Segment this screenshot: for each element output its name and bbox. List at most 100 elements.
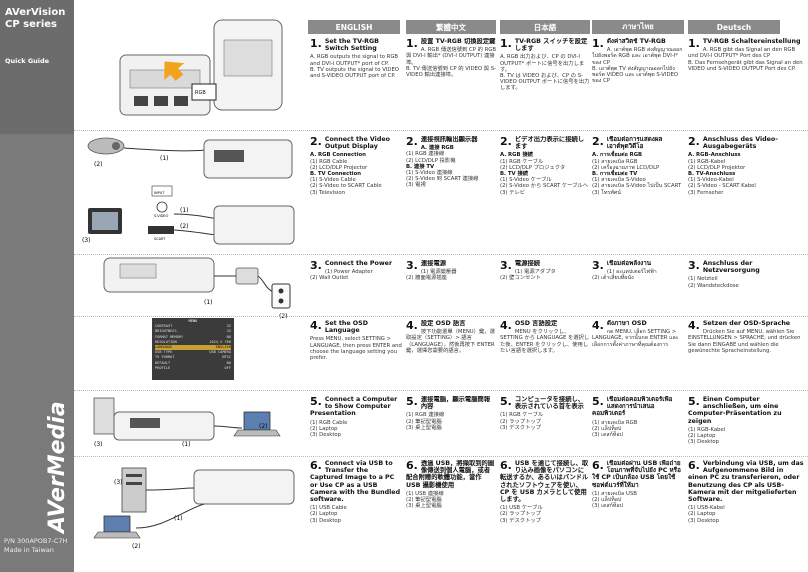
step-heading: เชื่อมต่อการแสดงผลเอาต์พุตวิดีโอ <box>606 136 663 151</box>
step-number: 1. <box>592 38 604 50</box>
step-heading: เชื่อมต่อผ่าน USB เพื่อถ่ายโอนภาพที่จับไ… <box>592 460 681 489</box>
step-number: 2. <box>310 136 322 148</box>
svg-text:(3): (3) <box>114 479 123 486</box>
step-body: A. RGB Connection (1) RGB Cable (2) LCD/… <box>310 152 382 196</box>
step-heading: Connect the Power <box>324 260 393 267</box>
lang-header-english: ENGLISH <box>308 20 400 34</box>
svg-text:(2): (2) <box>132 543 141 550</box>
svg-text:SCART: SCART <box>154 237 166 241</box>
step-number: 2. <box>688 136 700 148</box>
step-body: (1) USB 連接線 (2) 筆記型電腦 (3) 桌上型電腦 <box>406 490 444 510</box>
step-5-de: 5.Einen Computer anschließen, um eine Co… <box>688 396 804 456</box>
step-3-en: 3.Connect the Power(1) Power Adapter (2)… <box>310 260 402 316</box>
step-body: (1) Power Adapter (2) Wall Outlet <box>310 269 373 282</box>
step-heading: Verbindung via USB, um das Aufgenommene … <box>688 460 804 504</box>
step-5-en: 5.Connect a Computer to Show Computer Pr… <box>310 396 402 456</box>
step-number: 6. <box>310 460 322 472</box>
step-number: 5. <box>688 396 700 408</box>
step-body: (1) USB Cable (2) Laptop (3) Desktop <box>310 505 347 524</box>
svg-text:(1): (1) <box>204 299 213 306</box>
step-number: 6. <box>500 460 512 472</box>
step-heading: 電源接続 <box>514 260 541 267</box>
step-heading: Connect a Computer to Show Computer Pres… <box>310 396 398 418</box>
lang-header-chinese: 繁體中文 <box>406 20 496 34</box>
step-number: 1. <box>688 38 700 50</box>
step-body: (1) 電源變壓器 (2) 牆面電源插座 <box>406 269 457 282</box>
step-body: (1) USB ケーブル (2) ラップトップ (3) デスクトップ <box>500 505 543 524</box>
step-body: 按下功能選單（MENU）鍵，選取設定（SETTING）> 語言（LANGUAGE… <box>406 329 495 354</box>
section-divider <box>74 130 808 131</box>
illustration-column: RGB (2) (1) INPUT S-VIDEO SCART (3) (1) … <box>82 19 295 550</box>
step-6-zh: 6.透過 USB，將擷取到的圖像傳送到個人電腦，或者配合附贈的軟體功能，當作 U… <box>406 460 496 570</box>
wall-outlet-icon <box>271 283 291 309</box>
step-number: 4. <box>406 320 418 332</box>
step-heading: เชื่อมต่อพลังงาน <box>606 260 652 267</box>
step-6-th: 6.เชื่อมต่อผ่าน USB เพื่อถ่ายโอนภาพที่จั… <box>592 460 684 570</box>
step-number: 4. <box>500 320 512 332</box>
step-heading: Anschluss des Video-Ausgabegeräts <box>702 136 778 151</box>
step-number: 5. <box>406 396 418 408</box>
step-heading: 連接視訊輸出顯示器 <box>420 136 478 143</box>
step-6-de: 6.Verbindung via USB, um das Aufgenommen… <box>688 460 804 570</box>
step-body: A. RGB outputs the signal to RGB and DVI… <box>310 54 399 80</box>
projector-icon <box>87 137 125 155</box>
step-number: 5. <box>592 396 604 408</box>
step-body: A. RGB 接続 (1) RGB ケーブル (2) LCD/DLP プロジェク… <box>500 152 589 196</box>
step-heading: Connect the Video Output Display <box>324 136 390 151</box>
svg-text:(1): (1) <box>174 515 183 522</box>
step-heading: Setzen der OSD-Sprache <box>702 320 791 327</box>
step2-illustration: (2) (1) INPUT S-VIDEO SCART (3) (1) (2) <box>82 137 295 245</box>
step-number: 2. <box>500 136 512 148</box>
section-divider <box>74 254 808 255</box>
step-number: 5. <box>310 396 322 408</box>
step-body: (1) 電源アダプタ (2) 壁コンセント <box>500 269 556 282</box>
step-body: (1) RGB-Kabel (2) Laptop (3) Desktop <box>688 426 726 446</box>
step-body: (1) USB-Kabel (2) Laptop (3) Desktop <box>688 505 725 524</box>
step-3-de: 3.Anschluss der Netzversorgung(1) Netzte… <box>688 260 804 316</box>
step-number: 4. <box>310 320 322 332</box>
step-body: (1) RGB 連接線 (2) 筆記型電腦 (3) 桌上型電腦 <box>406 412 445 431</box>
step-heading: 連接電腦，顯示電腦簡報內容 <box>420 396 491 411</box>
section-divider <box>74 316 808 317</box>
step-4-zh: 4.設定 OSD 語言按下功能選單（MENU）鍵，選取設定（SETTING）> … <box>406 320 496 390</box>
sidebar: AVerVision CP series Quick Guide AVerMed… <box>0 0 74 572</box>
laptop-icon <box>103 515 131 533</box>
step-number: 2. <box>592 136 604 148</box>
step-body: A. RGB-Anschluss (1) RGB-Kabel (2) LCD/D… <box>688 152 756 196</box>
step-heading: 設置 TV-RGB 切換設定鍵 <box>420 38 496 45</box>
step-heading: Connect via USB to Transfer the Captured… <box>310 460 401 504</box>
step-heading: 連接電源 <box>420 260 447 267</box>
step-number: 6. <box>688 460 700 472</box>
step3-illustration: (1) (2) <box>103 257 291 320</box>
step-number: 4. <box>688 320 700 332</box>
step-number: 3. <box>406 260 418 272</box>
logo-text: AVerMedia <box>45 401 70 535</box>
svg-text:(3): (3) <box>94 441 103 448</box>
step-body: Press MENU, select SETTING > LANGUAGE, t… <box>310 336 402 362</box>
step-number: 1. <box>310 38 322 50</box>
step-3-th: 3.เชื่อมต่อพลังงาน(1) อะแดปเตอร์ไฟฟ้า (2… <box>592 260 684 316</box>
step-number: 5. <box>500 396 512 408</box>
step-3-ja: 3.電源接続(1) 電源アダプタ (2) 壁コンセント <box>500 260 590 316</box>
step-heading: 設定 OSD 語言 <box>420 320 466 327</box>
step-heading: TV-RGB スイッチを設定します <box>514 38 588 53</box>
svg-text:(1): (1) <box>180 207 189 214</box>
step-body: (1) สายเคเบิล RGB (2) แล็ปท็อป (3) เดสก์… <box>592 419 638 439</box>
part-number: P/N 300APOB7-C7H Made in Taiwan <box>4 537 68 554</box>
step-heading: Einen Computer anschließen, um eine Comp… <box>688 396 782 425</box>
step-body: A. RGB gibt das Signal an den RGB und DV… <box>688 47 803 72</box>
svg-text:(2): (2) <box>180 223 189 230</box>
lang-header-thai: ภาษาไทย <box>592 20 684 34</box>
quick-guide-label: Quick Guide <box>5 57 50 65</box>
step-3-zh: 3.連接電源 (1) 電源變壓器 (2) 牆面電源插座 <box>406 260 496 316</box>
svg-text:(3): (3) <box>82 237 91 244</box>
step-body: MENU をクリックし、SETTING から LANGUAGE を選択した後、E… <box>500 329 590 354</box>
